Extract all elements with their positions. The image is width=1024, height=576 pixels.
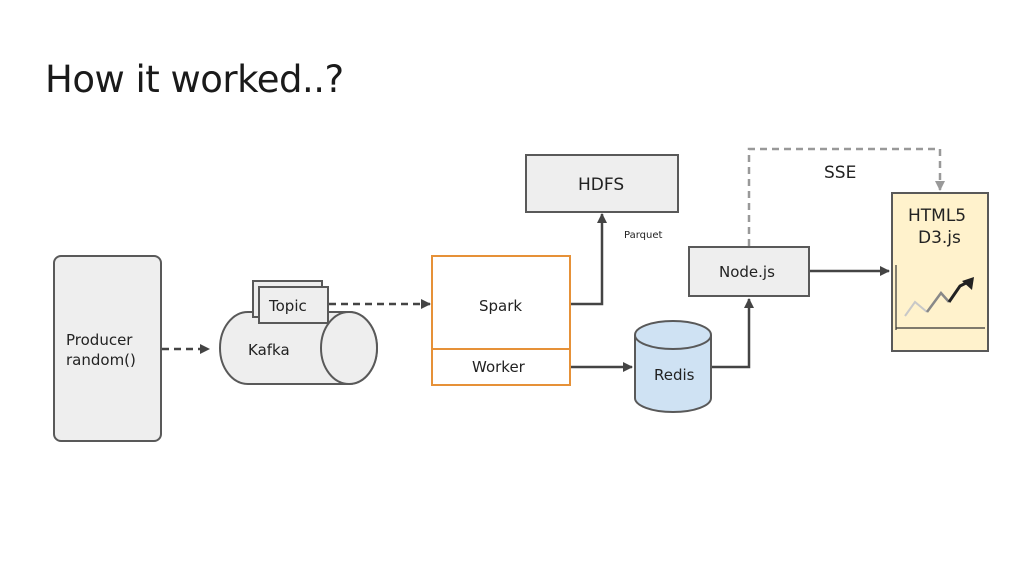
kafka-label: Kafka — [248, 341, 290, 359]
redis-label: Redis — [654, 366, 695, 384]
parquet-label: Parquet — [624, 230, 662, 241]
hdfs-label: HDFS — [578, 175, 624, 195]
spark-label: Spark — [479, 297, 522, 315]
chart-thumbnail-icon — [895, 265, 985, 330]
kafka-node: Kafka — [219, 311, 378, 385]
worker-label: Worker — [472, 358, 526, 376]
producer-label-line2: random() — [66, 351, 136, 369]
redis-to-nodejs-arrow — [712, 298, 754, 369]
sse-label: SSE — [824, 163, 856, 183]
client-node: HTML5 D3.js — [891, 192, 989, 352]
nodejs-label: Node.js — [719, 263, 775, 281]
hdfs-node: HDFS — [525, 154, 679, 213]
topic-node: Topic — [252, 280, 329, 324]
producer-node: Producer random() — [53, 255, 162, 442]
sse-arrow — [747, 147, 945, 246]
client-label-line1: HTML5 — [908, 206, 966, 226]
client-label-line2: D3.js — [918, 228, 961, 248]
redis-node: Redis — [634, 320, 712, 413]
slide-title: How it worked..? — [45, 58, 344, 101]
topic-label: Topic — [268, 297, 307, 315]
spark-to-hdfs-arrow — [571, 213, 607, 306]
spark-node: Spark Worker — [431, 255, 571, 386]
producer-label-line1: Producer — [66, 331, 133, 349]
nodejs-node: Node.js — [688, 246, 810, 297]
